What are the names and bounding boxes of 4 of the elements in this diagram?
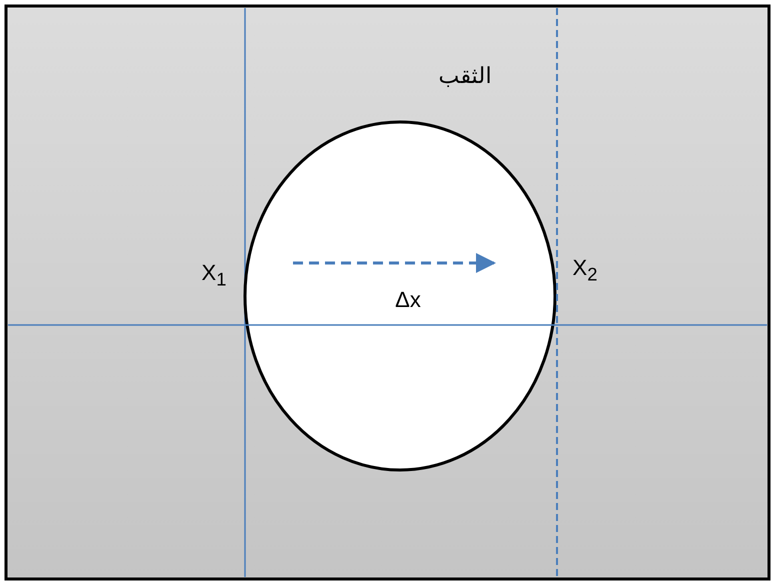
hole-label: الثقب — [438, 63, 492, 89]
displacement-label: Δx — [395, 287, 421, 313]
position-label: X$_{1}$ — [202, 260, 226, 290]
position-label: X$_{2}$ — [572, 254, 598, 286]
